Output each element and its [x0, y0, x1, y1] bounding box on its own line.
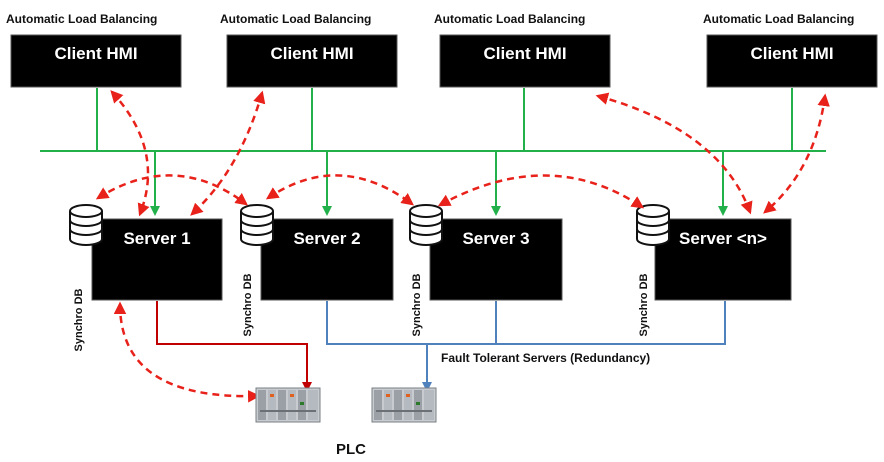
- server-3: Server 3: [429, 218, 563, 301]
- plc-label: PLC: [336, 441, 366, 458]
- load-balancing-label-3: Automatic Load Balancing: [434, 12, 585, 26]
- client-hmi-4: Client HMI: [706, 34, 878, 88]
- database-icon: [636, 204, 670, 246]
- client-hmi-2: Client HMI: [226, 34, 398, 88]
- server1-plc-arrow: [113, 301, 261, 403]
- database-icon: [240, 204, 274, 246]
- plc-device-icon: [255, 387, 321, 423]
- sync-arrow-server1-server2: [95, 174, 248, 206]
- sync-arrow-server3-servern: [437, 174, 645, 209]
- fault-tolerant-caption: Fault Tolerant Servers (Redundancy): [441, 351, 650, 365]
- database-icon: [69, 204, 103, 246]
- client-hmi-4-label: Client HMI: [750, 44, 833, 63]
- synchro-db-label-1: Synchro DB: [73, 288, 85, 351]
- database-icon: [409, 204, 443, 246]
- balance-arrow-client3-servern: [595, 92, 753, 215]
- server-n: Server <n>: [654, 218, 792, 301]
- load-balancing-label-2: Automatic Load Balancing: [220, 12, 371, 26]
- server-1-label: Server 1: [123, 229, 190, 248]
- redundant-bus: [326, 301, 726, 345]
- balance-arrow-client4-servern: [763, 93, 830, 214]
- load-balancing-label-1: Automatic Load Balancing: [6, 12, 157, 26]
- sync-arrow-server2-server3: [265, 174, 415, 206]
- client-hmi-1-label: Client HMI: [54, 44, 137, 63]
- plc-device-icon: [371, 387, 437, 423]
- primary-plc-link: [156, 301, 312, 392]
- synchro-db-label-2: Synchro DB: [242, 273, 254, 336]
- client-hmi-1: Client HMI: [10, 34, 182, 88]
- server-1: Server 1: [91, 218, 223, 301]
- client-hmi-2-label: Client HMI: [270, 44, 353, 63]
- server-2: Server 2: [260, 218, 394, 301]
- sync-arrows: [95, 90, 830, 403]
- client-hmi-3: Client HMI: [439, 34, 611, 88]
- synchro-db-label-3: Synchro DB: [411, 273, 423, 336]
- server-2-label: Server 2: [293, 229, 360, 248]
- balance-arrow-client1-server1: [110, 90, 150, 217]
- load-balancing-label-4: Automatic Load Balancing: [703, 12, 854, 26]
- synchro-db-label-4: Synchro DB: [638, 273, 650, 336]
- server-n-label: Server <n>: [679, 229, 767, 248]
- balance-arrow-client2-server1: [190, 90, 266, 216]
- client-hmi-3-label: Client HMI: [483, 44, 566, 63]
- server-3-label: Server 3: [462, 229, 529, 248]
